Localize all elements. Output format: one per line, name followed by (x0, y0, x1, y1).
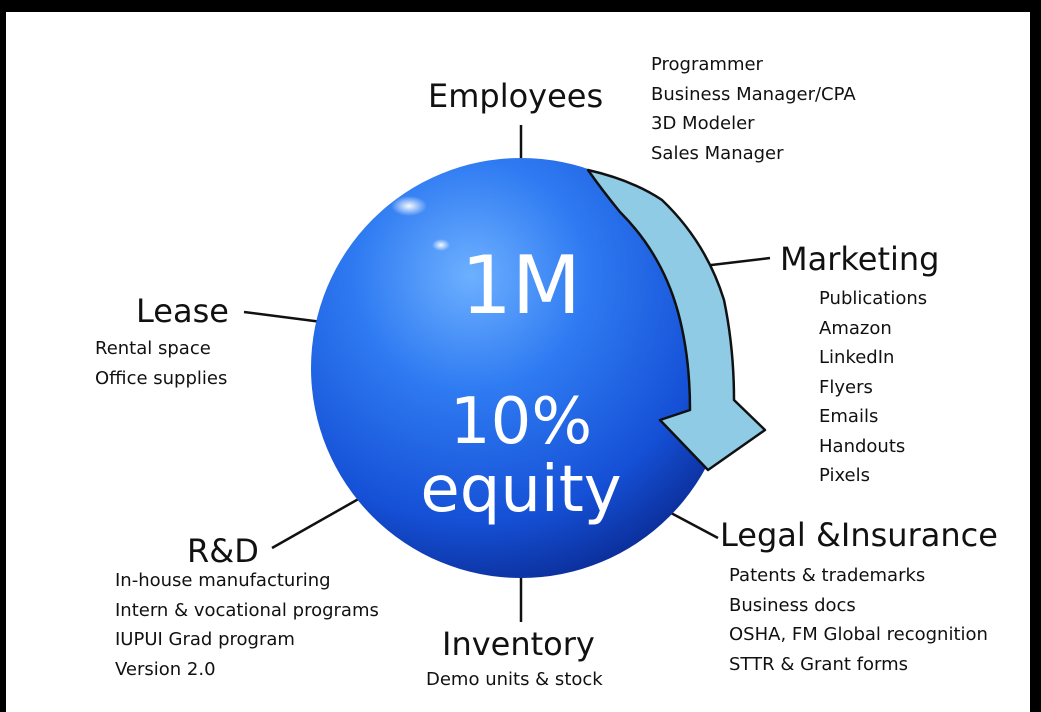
rnd-item: IUPUI Grad program (115, 629, 295, 650)
legal-item: Patents & trademarks (729, 565, 926, 586)
marketing-connector (702, 256, 771, 268)
marketing-item: Amazon (819, 317, 892, 339)
funding-amount: 1M (461, 239, 581, 332)
lease-item: Rental space (95, 338, 211, 359)
legal-item: Business docs (729, 594, 856, 616)
equity-label: equity (420, 453, 622, 527)
sphere-highlight-small (432, 239, 450, 251)
rnd-list: In-house manufacturing Intern & vocation… (115, 566, 379, 684)
inventory-title: Inventory (442, 625, 595, 663)
employees-item: 3D Modeler (651, 113, 755, 134)
marketing-list: Publications Amazon LinkedIn Flyers Emai… (819, 284, 927, 491)
employees-item: Business Manager/CPA (651, 83, 856, 105)
lease-item: Office supplies (95, 367, 228, 389)
rnd-connector (271, 495, 363, 550)
rnd-item: Version 2.0 (115, 658, 216, 680)
lease-list: Rental space Office supplies (95, 334, 227, 393)
legal-item: STTR & Grant forms (729, 653, 908, 675)
rnd-item: Intern & vocational programs (115, 599, 379, 621)
lease-title: Lease (136, 292, 229, 330)
equity-percent: 10% (449, 385, 593, 459)
inventory-item: Demo units & stock (426, 669, 603, 690)
rnd-title: R&D (187, 532, 259, 570)
marketing-item: Publications (819, 288, 928, 309)
sphere-highlight (391, 196, 427, 216)
inventory-list: Demo units & stock (426, 665, 603, 695)
marketing-item: Pixels (819, 465, 871, 486)
lease-connector (243, 310, 323, 324)
legal-title: Legal &Insurance (720, 516, 998, 554)
marketing-item: Flyers (819, 376, 873, 398)
equity-sphere (311, 158, 731, 578)
rnd-item: In-house manufacturing (115, 570, 331, 591)
legal-list: Patents & trademarks Business docs OSHA,… (729, 561, 988, 679)
employees-item: Sales Manager (651, 142, 784, 164)
flow-arrow (586, 168, 767, 472)
employees-title: Employees (428, 77, 604, 115)
legal-item: OSHA, FM Global recognition (729, 624, 988, 645)
employees-list: Programmer Business Manager/CPA 3D Model… (651, 50, 856, 168)
marketing-title: Marketing (780, 240, 940, 278)
marketing-item: Emails (819, 406, 879, 427)
marketing-item: Handouts (819, 435, 906, 457)
marketing-item: LinkedIn (819, 347, 895, 368)
employees-item: Programmer (651, 54, 763, 75)
